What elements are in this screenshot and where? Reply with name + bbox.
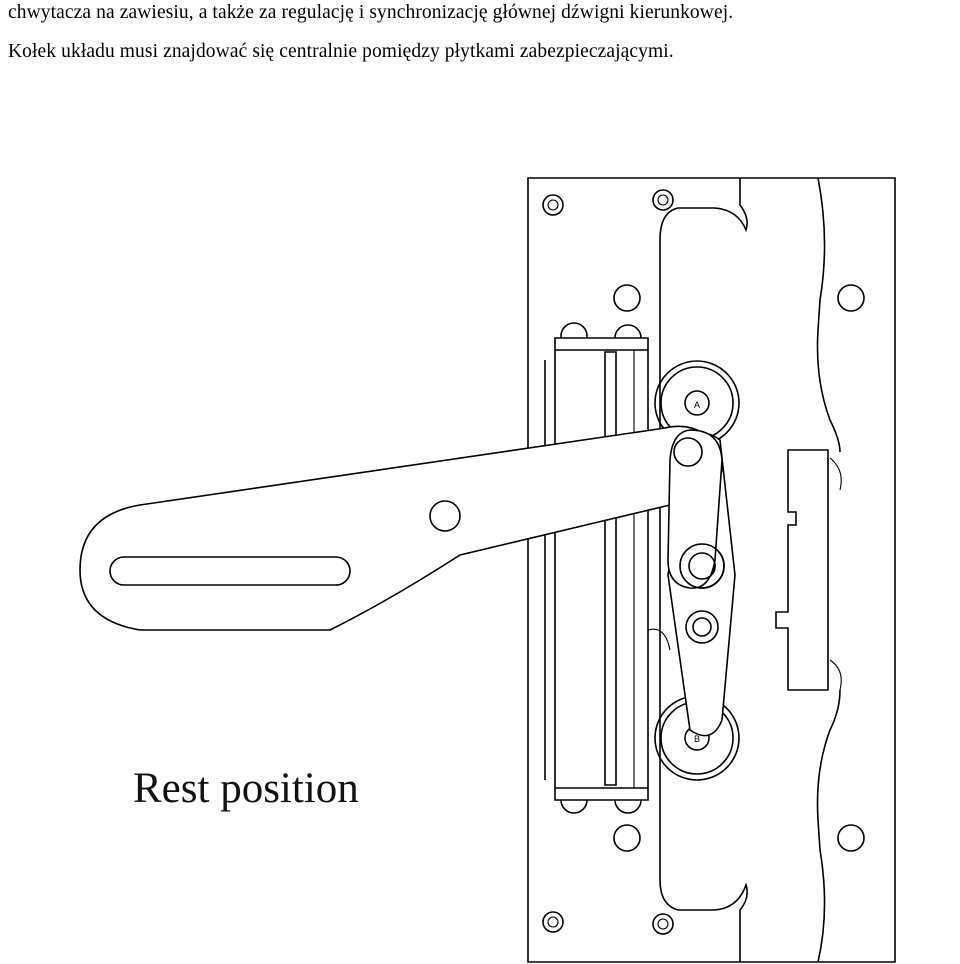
roller-b-label: B <box>694 734 700 744</box>
figure-caption: Rest position <box>133 765 359 812</box>
paragraph-line-1: chwytacza na zawiesiu, a także za regula… <box>8 2 734 23</box>
secondary-link <box>667 429 725 589</box>
base-plate <box>527 177 896 963</box>
paragraph-line-2: Kołek układu musi znajdować się centraln… <box>8 41 674 62</box>
safety-plates <box>544 337 671 801</box>
guide-profile <box>659 177 841 963</box>
side-block <box>775 449 842 691</box>
roller-a-label: A <box>694 400 700 410</box>
